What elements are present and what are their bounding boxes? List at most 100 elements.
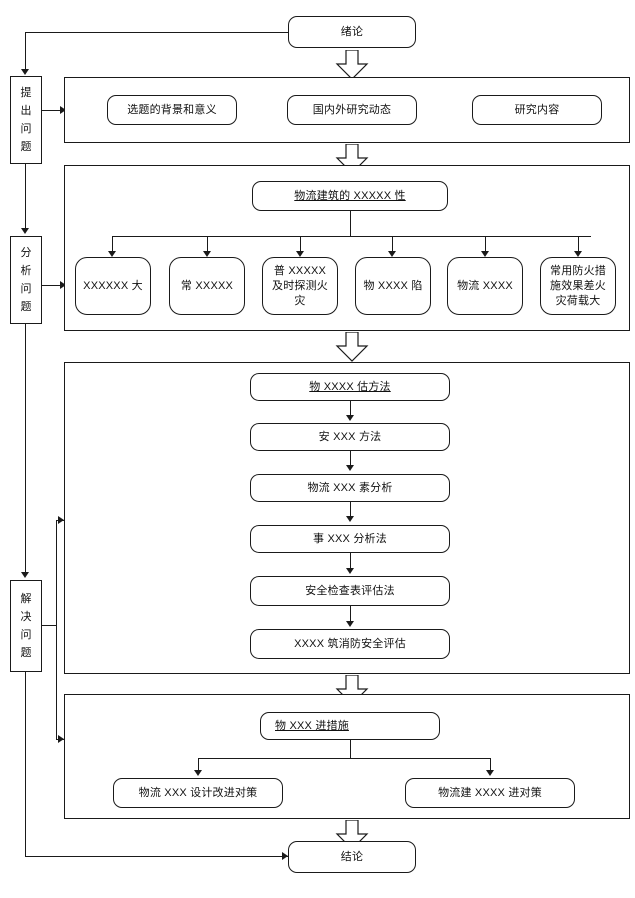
connector-raise-to-intro	[42, 110, 62, 111]
node-analysis-item-5-label: 常用防火措施效果差火灾荷载大	[550, 264, 606, 307]
connector-analysis-bus	[112, 236, 591, 237]
connector-methods-4	[350, 606, 351, 623]
arrow-head-icon	[346, 516, 354, 522]
connector-analysis-drop-5	[578, 236, 579, 253]
node-analysis-header[interactable]: 物流建筑的 XXXXX 性	[252, 181, 448, 211]
stage-solve[interactable]: 解 决 问 题	[10, 580, 42, 672]
connector-methods-2	[350, 502, 351, 518]
stage-solve-char-1: 决	[20, 611, 32, 623]
connector-solve-to-conclusion-horizontal	[25, 856, 288, 857]
node-conclusion[interactable]: 结论	[288, 841, 416, 873]
connector-solve-branch-horizontal	[42, 625, 56, 626]
node-methods-item-3-label: 安全检查表评估法	[305, 584, 395, 597]
connector-analysis-drop-2	[300, 236, 301, 253]
node-analysis-item-0[interactable]: XXXXXX 大	[75, 257, 151, 315]
node-methods-item-4[interactable]: XXXX 筑消防安全评估	[250, 629, 450, 659]
node-analysis-item-2[interactable]: 普 XXXXX 及时探测火灾	[262, 257, 338, 315]
node-intro-item-2-label: 研究内容	[514, 103, 560, 116]
connector-analyze-to-solve	[25, 324, 26, 572]
arrow-head-icon	[194, 770, 202, 776]
stage-solve-char-0: 解	[20, 593, 32, 605]
arrow-head-icon	[486, 770, 494, 776]
node-methods-item-4-label: XXXX 筑消防安全评估	[294, 637, 406, 650]
node-solutions-header-label: 物 XXX 进措施	[275, 719, 349, 732]
arrow-head-icon	[108, 251, 116, 257]
node-introduction[interactable]: 绪论	[288, 16, 416, 48]
connector-solutions-drop-0	[198, 758, 199, 772]
stage-analyze-char-0: 分	[20, 247, 32, 259]
connector-solve-to-conclusion-vertical	[25, 672, 26, 856]
arrow-head-icon	[346, 415, 354, 421]
node-analysis-item-0-label: XXXXXX 大	[83, 279, 143, 292]
node-intro-item-1[interactable]: 国内外研究动态	[287, 95, 417, 125]
arrow-head-icon	[58, 735, 64, 743]
connector-analysis-drop-0	[112, 236, 113, 253]
connector-analysis-trunk	[350, 211, 351, 236]
arrow-head-icon	[346, 568, 354, 574]
node-methods-header[interactable]: 物 XXXX 估方法	[250, 373, 450, 401]
stage-raise[interactable]: 提 出 问 题	[10, 76, 42, 164]
node-conclusion-label: 结论	[340, 850, 364, 863]
arrow-head-icon	[21, 228, 29, 234]
node-solutions-item-0-label: 物流 XXX 设计改进对策	[138, 786, 258, 799]
connector-intro-to-raise-vertical	[25, 32, 26, 71]
arrow-head-icon	[60, 281, 66, 289]
node-intro-item-0-label: 选题的背景和意义	[127, 103, 217, 116]
connector-raise-to-analyze	[25, 164, 26, 228]
stage-analyze-char-2: 问	[20, 283, 32, 295]
node-methods-item-1[interactable]: 物流 XXX 素分析	[250, 474, 450, 502]
node-intro-item-2[interactable]: 研究内容	[472, 95, 602, 125]
node-analysis-item-3[interactable]: 物 XXXX 陷	[355, 257, 431, 315]
node-intro-item-0[interactable]: 选题的背景和意义	[107, 95, 237, 125]
node-analysis-item-2-label: 普 XXXXX 及时探测火灾	[272, 264, 328, 307]
stage-solve-char-3: 题	[20, 647, 32, 659]
arrow-head-icon	[60, 106, 66, 114]
connector-methods-1	[350, 451, 351, 467]
node-solutions-item-0[interactable]: 物流 XXX 设计改进对策	[113, 778, 283, 808]
connector-intro-to-raise-horizontal	[25, 32, 288, 33]
node-introduction-label: 绪论	[340, 25, 364, 38]
arrow-head-icon	[282, 852, 288, 860]
stage-raise-char-2: 问	[20, 123, 32, 135]
node-analysis-item-4[interactable]: 物流 XXXX	[447, 257, 523, 315]
node-solutions-item-1-label: 物流建 XXXX 进对策	[438, 786, 542, 799]
connector-solve-branch-down	[56, 625, 57, 739]
node-analysis-item-5[interactable]: 常用防火措施效果差火灾荷载大	[540, 257, 616, 315]
node-analysis-header-label: 物流建筑的 XXXXX 性	[294, 189, 406, 202]
node-analysis-item-3-label: 物 XXXX 陷	[363, 279, 423, 292]
arrow-head-icon	[346, 621, 354, 627]
connector-solutions-drop-1	[490, 758, 491, 772]
connector-methods-3	[350, 553, 351, 570]
connector-analysis-drop-4	[485, 236, 486, 253]
node-methods-item-0-label: 安 XXX 方法	[318, 430, 382, 443]
connector-solve-branch-up	[56, 520, 57, 626]
stage-raise-char-3: 题	[20, 141, 32, 153]
arrow-head-icon	[58, 516, 64, 524]
arrow-head-icon	[203, 251, 211, 257]
connector-methods-0	[350, 401, 351, 417]
arrow-head-icon	[346, 465, 354, 471]
arrow-head-icon	[388, 251, 396, 257]
node-solutions-header[interactable]: 物 XXX 进措施	[260, 712, 440, 740]
node-methods-item-2[interactable]: 事 XXX 分析法	[250, 525, 450, 553]
arrow-head-icon	[296, 251, 304, 257]
arrow-head-icon	[21, 572, 29, 578]
node-analysis-item-4-label: 物流 XXXX	[457, 279, 513, 292]
node-analysis-item-1[interactable]: 常 XXXXX	[169, 257, 245, 315]
node-solutions-item-1[interactable]: 物流建 XXXX 进对策	[405, 778, 575, 808]
node-methods-item-1-label: 物流 XXX 素分析	[307, 481, 393, 494]
connector-solutions-bus	[198, 758, 490, 759]
node-methods-item-0[interactable]: 安 XXX 方法	[250, 423, 450, 451]
stage-analyze-char-1: 析	[20, 265, 32, 277]
node-methods-item-2-label: 事 XXX 分析法	[313, 532, 387, 545]
stage-analyze[interactable]: 分 析 问 题	[10, 236, 42, 324]
node-analysis-item-1-label: 常 XXXXX	[180, 279, 234, 292]
node-methods-item-3[interactable]: 安全检查表评估法	[250, 576, 450, 606]
stage-raise-char-1: 出	[20, 105, 32, 117]
stage-raise-char-0: 提	[20, 87, 32, 99]
stage-solve-char-2: 问	[20, 629, 32, 641]
down-block-arrow-icon	[335, 332, 369, 362]
connector-analysis-drop-1	[207, 236, 208, 253]
arrow-head-icon	[574, 251, 582, 257]
